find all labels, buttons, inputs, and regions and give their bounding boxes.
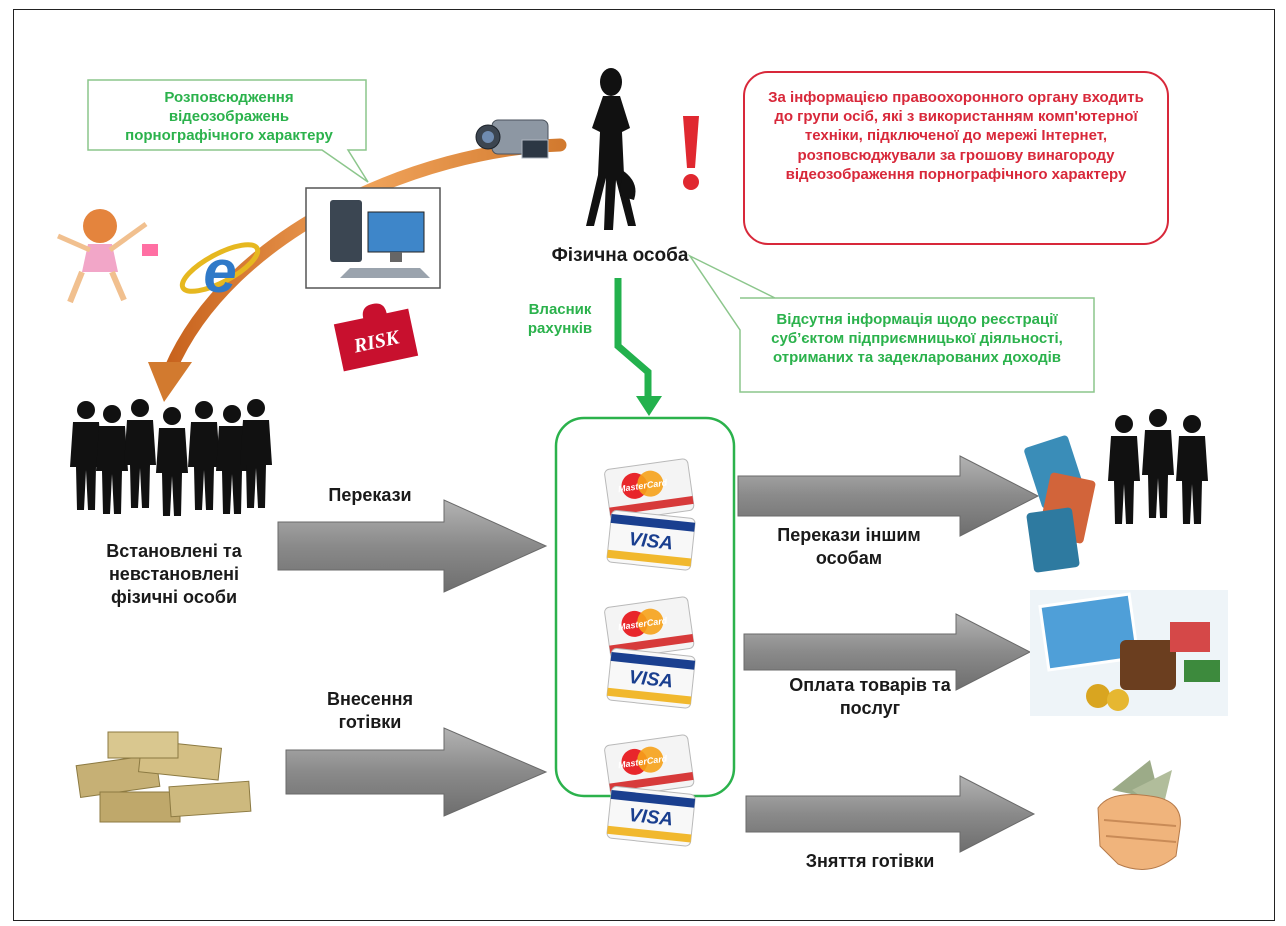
payment-label: Оплата товарів та послуг xyxy=(789,675,951,719)
withdrawal-label: Зняття готівки xyxy=(805,851,935,871)
withdrawal-arrow xyxy=(745,775,1036,853)
people-silhouettes-icon xyxy=(70,399,272,516)
woman-silhouette-icon xyxy=(586,68,636,230)
transfers-out-arrow xyxy=(737,455,1040,537)
law-enforcement-text: За інформацією правоохоронного органу вх… xyxy=(768,89,1144,183)
transfers-label: Перекази xyxy=(328,485,412,505)
people-silhouettes-icon xyxy=(1108,409,1208,524)
fist-money-icon xyxy=(1097,760,1181,870)
person-label: Фізична особа xyxy=(551,245,689,266)
distribution-callout-text: Розповсюдження відеозображень порнографі… xyxy=(125,89,333,145)
transfers-in-arrow xyxy=(277,499,548,593)
shopping-icon xyxy=(1030,590,1228,716)
law-enforcement-callout xyxy=(743,71,1169,245)
people-label: Встановлені та невстановлені фізичні осо… xyxy=(106,541,242,608)
cash-in-label: Внесення готівки xyxy=(327,689,413,733)
cash-in-arrow xyxy=(285,727,548,817)
owner-arrow xyxy=(614,278,652,398)
risk-puzzle-icon: RISK xyxy=(333,303,419,372)
computer-icon xyxy=(305,187,441,289)
girl-laptop-icon xyxy=(56,209,158,304)
distribution-callout xyxy=(87,79,369,183)
camcorder-icon xyxy=(475,119,549,159)
no-info-callout xyxy=(687,254,1095,393)
transfers-out-label: Перекази іншим особам xyxy=(777,525,921,569)
svg-text:e: e xyxy=(203,238,236,305)
owner-arrow-head xyxy=(636,396,662,416)
exclamation-icon xyxy=(683,116,699,190)
cash-stack-icon xyxy=(75,731,252,823)
ie-browser-icon: e xyxy=(179,238,261,305)
distribution-curve-head xyxy=(148,362,192,402)
cards-stack-icon xyxy=(1024,435,1096,573)
no-info-text: Відсутня інформація щодо реєстрації суб’… xyxy=(771,311,1063,367)
payment-arrow xyxy=(743,613,1032,691)
owner-label: Власник рахунків xyxy=(527,301,593,338)
